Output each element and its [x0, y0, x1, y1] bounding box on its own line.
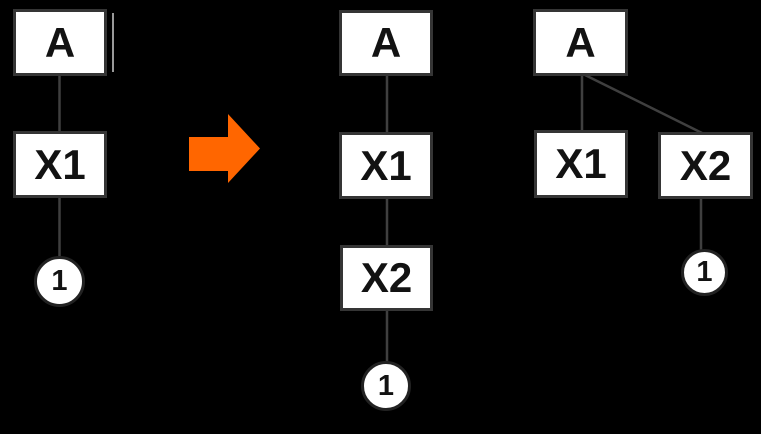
- edge-split-a-x2: [584, 73, 705, 136]
- node-label-a: A: [44, 18, 76, 66]
- node-label-x1: X1: [360, 141, 412, 189]
- chain-node-x2: X2: [340, 245, 433, 311]
- chain-node-x1: X1: [339, 132, 433, 199]
- node-label-x2: X2: [360, 254, 413, 301]
- split-node-x1: X1: [534, 130, 628, 198]
- qty-label: 1: [696, 256, 713, 288]
- before-qty-circle: 1: [34, 256, 85, 307]
- right-arrow-icon: [189, 114, 260, 183]
- before-node-x1: X1: [13, 131, 107, 198]
- chain-qty-circle: 1: [361, 361, 411, 411]
- before-node-a: A: [13, 9, 107, 76]
- node-label-a: A: [565, 18, 596, 66]
- chain-node-a: A: [339, 10, 433, 76]
- qty-label: 1: [51, 265, 68, 297]
- node-label-x1: X1: [34, 140, 86, 188]
- node-label-x1: X1: [555, 140, 607, 187]
- split-node-x2: X2: [658, 132, 753, 199]
- split-node-a: A: [533, 9, 628, 76]
- node-label-a: A: [370, 19, 402, 66]
- qty-label: 1: [377, 369, 395, 402]
- split-qty-circle: 1: [681, 249, 728, 296]
- node-label-x2: X2: [679, 141, 732, 189]
